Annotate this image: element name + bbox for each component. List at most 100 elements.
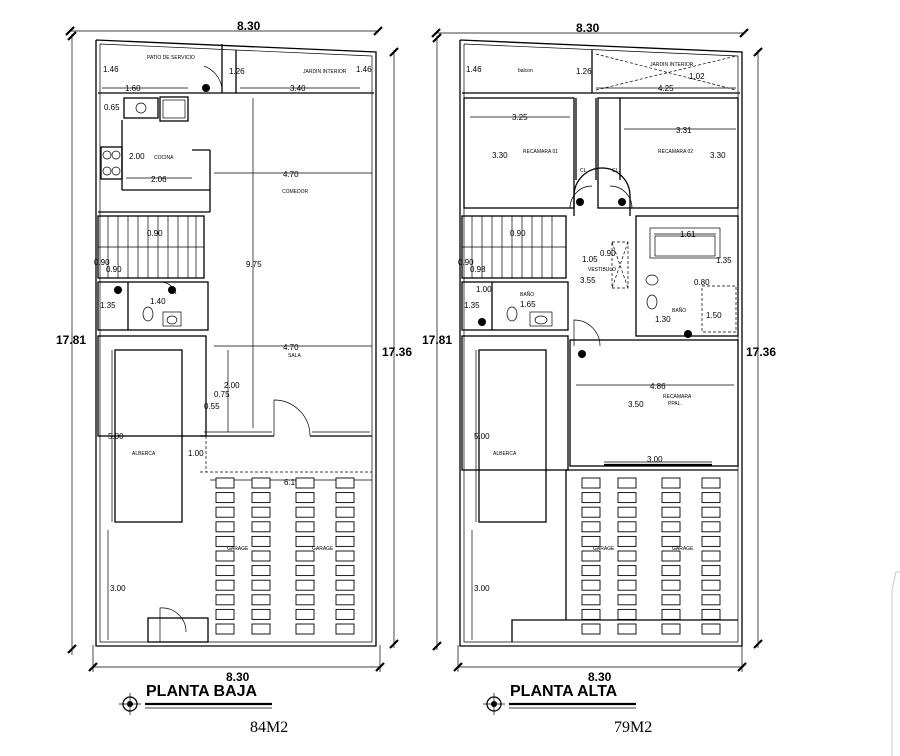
paver: [581, 477, 601, 489]
paver: [215, 623, 235, 635]
pb-dim-0-55: 0.55: [204, 402, 220, 411]
paver: [661, 506, 681, 518]
pb-room-sala: SALA: [288, 353, 301, 359]
pa-dim-1-02: 1.02: [689, 72, 705, 81]
paver: [617, 477, 637, 489]
paver: [295, 477, 315, 489]
pa-height-left: 17.81: [422, 333, 452, 347]
paver: [701, 623, 721, 635]
paver: [661, 594, 681, 606]
pa-room-recamara-ppal-1: RECAMARA: [663, 394, 692, 400]
pb-dim-3-40: 3.40: [290, 84, 306, 93]
paver: [661, 521, 681, 533]
pb-room-alberca: ALBERCA: [132, 451, 156, 457]
pa-width-top: 8.30: [576, 21, 600, 35]
paver: [295, 579, 315, 591]
paver: [251, 565, 271, 577]
pb-room-cocina: COCINA: [154, 155, 174, 161]
pb-width-top: 8.30: [237, 19, 261, 33]
pa-dim-1-30: 1.30: [655, 315, 671, 324]
pb-dim-1-46-b: 1.46: [356, 65, 372, 74]
paver: [251, 608, 271, 620]
paver: [617, 565, 637, 577]
pa-dim-0-90-l: 0.90: [458, 258, 474, 267]
pa-dim-4-25: 4.25: [658, 84, 674, 93]
pb-garage-pavers: [215, 477, 355, 635]
pa-dim-0-90-s: 0.90: [510, 229, 526, 238]
paver: [295, 521, 315, 533]
paver: [617, 535, 637, 547]
pb-room-garage-1: GARAGE: [227, 546, 249, 552]
paver: [617, 594, 637, 606]
pb-dim-0-90-s: 0.90: [147, 229, 163, 238]
pa-dim-0-80: 0.80: [694, 278, 710, 287]
paver: [295, 550, 315, 562]
pa-garage-pavers: [581, 477, 721, 635]
paver: [701, 506, 721, 518]
paver: [335, 550, 355, 562]
paver: [295, 565, 315, 577]
paver: [661, 492, 681, 504]
paver: [617, 579, 637, 591]
planta-baja-title-block: PLANTA BAJA 84M2: [119, 683, 288, 736]
pb-dim-1-46-a: 1.46: [103, 65, 119, 74]
paver: [701, 521, 721, 533]
paver: [661, 608, 681, 620]
pa-height-right: 17.36: [746, 345, 776, 359]
paver: [215, 608, 235, 620]
pb-room-jardin: JARDIN INTERIOR: [303, 69, 347, 75]
paver: [701, 535, 721, 547]
paver: [701, 608, 721, 620]
paver: [581, 594, 601, 606]
pb-dim-0-65: 0.65: [104, 103, 120, 112]
paver: [701, 565, 721, 577]
paver: [581, 565, 601, 577]
pb-dim-1-60: 1.60: [125, 84, 141, 93]
pa-room-jardin: JARDIN INTERIOR: [650, 62, 694, 68]
pa-room-recamara-ppal-2: PPAL.: [668, 401, 682, 407]
pb-room-garage-2: GARAGE: [312, 546, 334, 552]
paver: [251, 623, 271, 635]
pa-dim-1-00: 1.00: [476, 285, 492, 294]
pa-dim-1-61: 1.61: [680, 230, 696, 239]
paver: [251, 477, 271, 489]
paver: [295, 492, 315, 504]
pb-height-right: 17.36: [382, 345, 412, 359]
paver: [335, 594, 355, 606]
pa-area: 79M2: [614, 719, 652, 736]
paver: [295, 535, 315, 547]
pa-room-balcon: balcon: [518, 68, 533, 74]
paver: [335, 579, 355, 591]
paver: [661, 477, 681, 489]
pa-dim-1-35-l: 1.35: [464, 301, 480, 310]
paver: [335, 565, 355, 577]
paver: [617, 506, 637, 518]
paver: [581, 506, 601, 518]
paver: [617, 492, 637, 504]
pb-room-patio: PATIO DE SERVICIO: [147, 55, 195, 61]
paver: [617, 608, 637, 620]
paver: [701, 579, 721, 591]
pa-room-bano-1: BAÑO: [520, 291, 534, 298]
paver: [335, 608, 355, 620]
pb-dim-0-90-m: 0.90: [106, 265, 122, 274]
pb-dim-6-10: 6.10: [284, 478, 300, 487]
pb-dim-0-90-l: 0.90: [94, 258, 110, 267]
paver: [335, 506, 355, 518]
paver: [701, 550, 721, 562]
paver: [215, 477, 235, 489]
paver: [215, 594, 235, 606]
paver: [295, 506, 315, 518]
paver: [335, 492, 355, 504]
pb-dim-4-70-b: 4.70: [283, 343, 299, 352]
paver: [581, 521, 601, 533]
pb-room-comedor: COMEDOR: [282, 189, 309, 195]
pa-dim-1-35-r: 1.35: [716, 256, 732, 265]
paver: [251, 506, 271, 518]
pa-dim-3-31: 3.31: [676, 126, 692, 135]
paver: [251, 492, 271, 504]
paver: [661, 535, 681, 547]
paver: [251, 550, 271, 562]
pa-dim-3-25: 3.25: [512, 113, 528, 122]
pa-room-vestibulo: VESTIBULO: [588, 267, 616, 273]
